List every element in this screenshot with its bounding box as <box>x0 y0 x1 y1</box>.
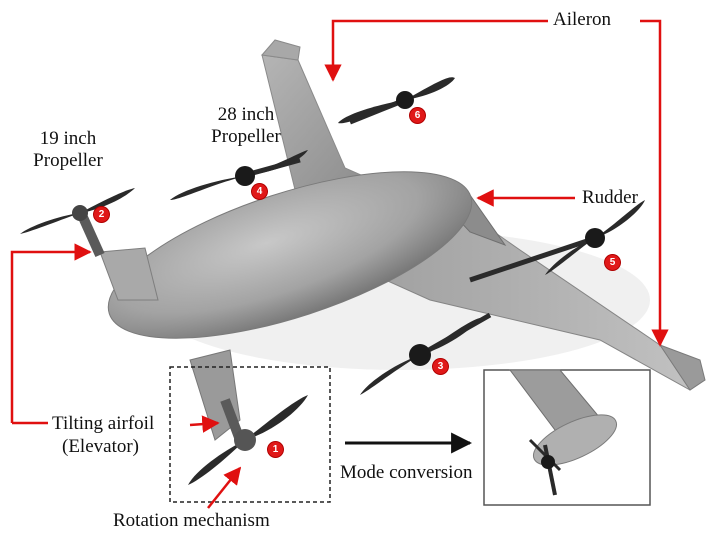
rotation-mechanism-label: Rotation mechanism <box>113 510 270 531</box>
rotation-highlight-box <box>169 366 331 503</box>
fuselage <box>107 171 473 339</box>
propeller-1 <box>188 395 308 485</box>
aileron-arrow-right <box>640 19 669 347</box>
inset-mode-conversion-detail <box>509 369 617 496</box>
propeller-badge-5: 5 <box>605 255 620 270</box>
rudder-label: Rudder <box>582 187 638 208</box>
prop19-label-line1: 19 inch <box>39 128 97 149</box>
mode-conversion-label: Mode conversion <box>340 462 473 483</box>
tilting-arrow-lower <box>189 415 220 433</box>
boom-2 <box>77 212 105 258</box>
propeller-6 <box>338 77 455 124</box>
aileron-arrow-left <box>324 19 548 82</box>
right-winglet <box>658 343 706 391</box>
propeller-3 <box>360 318 480 395</box>
propeller-badge-2: 2 <box>94 207 109 222</box>
propeller-badge-3: 3 <box>433 359 448 374</box>
propeller-2 <box>20 188 135 234</box>
propeller-5 <box>545 200 645 275</box>
propeller-4 <box>170 150 308 200</box>
propeller-badge-1: 1 <box>268 442 283 457</box>
boom-5 <box>469 237 591 283</box>
tilting-airfoil-label: Tilting airfoil <box>52 413 155 434</box>
aileron-label: Aileron <box>553 9 612 30</box>
tilting-arrow-upper <box>10 243 92 423</box>
prop28-label-line2: Propeller <box>211 126 281 147</box>
propeller-badge-6: 6 <box>410 108 425 123</box>
elevator-label: (Elevator) <box>62 436 140 457</box>
rotation-arrow <box>207 466 242 509</box>
prop19-label-line2: Propeller <box>33 150 103 171</box>
propeller-badge-4: 4 <box>252 184 267 199</box>
upper-winglet <box>261 39 301 61</box>
front-airfoil-upper <box>99 247 159 301</box>
prop28-label-line1: 28 inch <box>217 104 275 125</box>
